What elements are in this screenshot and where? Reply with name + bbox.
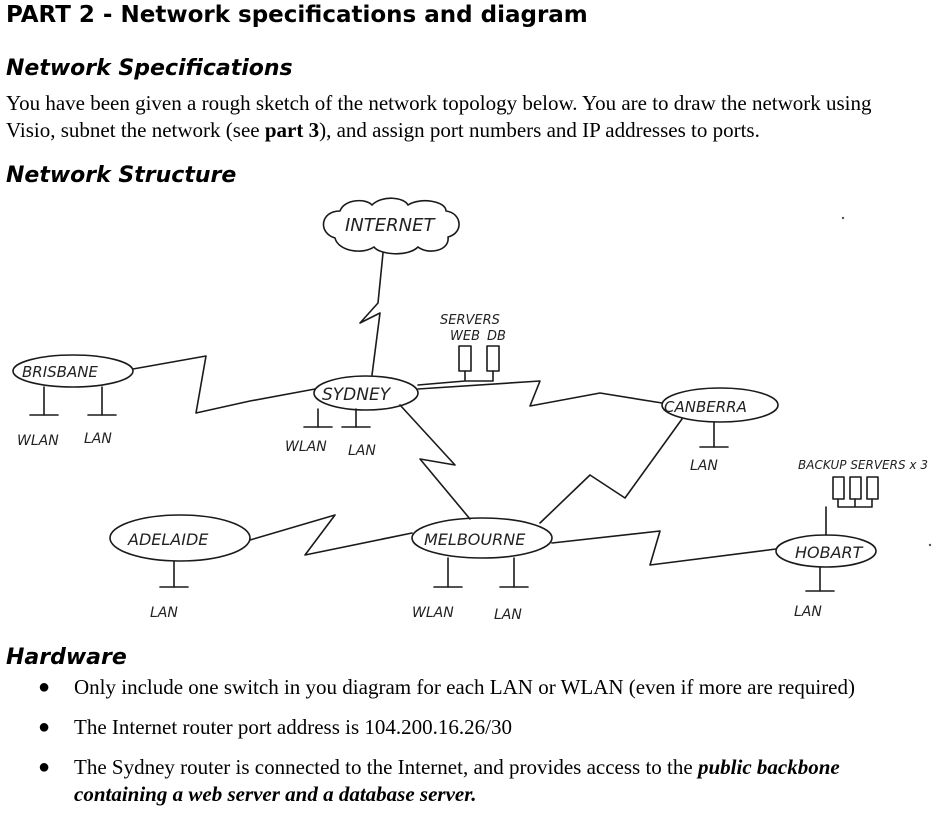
web-label: WEB [450,329,480,344]
sydney-node: SYDNEY WLAN LAN [285,375,419,459]
internet-cloud: INTERNET [322,197,460,255]
specifications-line-1: You have been given a rough sketch of th… [6,91,872,115]
sydney-canberra-link [417,380,663,407]
internet-sydney-link [359,252,384,376]
internet-label: INTERNET [345,215,436,236]
hobart-lan-label: LAN [794,604,822,620]
sydney-wlan-label: WLAN [285,439,327,455]
brisbane-wlan-label: WLAN [17,433,59,449]
melbourne-lan-label: LAN [494,607,522,623]
sydney-lan-label: LAN [348,443,376,459]
list-item: ●Only include one switch in you diagram … [38,675,855,699]
adelaide-label: ADELAIDE [127,530,209,549]
melbourne-wlan-label: WLAN [412,605,454,621]
specifications-line-2: Visio, subnet the network (see part 3), … [6,118,760,142]
melbourne-node: MELBOURNE WLAN LAN [411,517,553,623]
hobart-node: HOBART LAN [775,534,877,620]
servers-label: SERVERS [440,313,500,328]
sketch-speck [841,216,845,220]
canberra-melbourne-link [539,418,683,524]
list-item: ●The Sydney router is connected to the I… [38,755,840,806]
list-item: ●The Internet router port address is 104… [38,715,512,739]
brisbane-lan-label: LAN [84,431,112,447]
adelaide-lan-label: LAN [150,605,178,621]
db-label: DB [487,329,506,344]
backup-servers-label: BACKUP SERVERS x 3 [798,458,928,472]
sydney-servers: SERVERS WEB DB [417,313,506,386]
canberra-label: CANBERRA [664,398,747,416]
hobart-label: HOBART [795,543,864,562]
melbourne-label: MELBOURNE [424,530,526,549]
network-topology-sketch: INTERNET SYDNEY WLAN LAN SERVERS WEB DB … [12,197,932,623]
sydney-label: SYDNEY [322,385,392,405]
page-title: PART 2 - Network specifications and diag… [6,2,588,28]
network-specifications-heading: Network Specifications [6,56,293,81]
brisbane-sydney-link [132,355,316,414]
sketch-speck [928,543,932,547]
hardware-heading: Hardware [6,645,127,670]
adelaide-node: ADELAIDE LAN [109,514,251,621]
canberra-node: CANBERRA LAN [661,387,779,474]
melbourne-hobart-link [551,530,777,566]
specifications-paragraph: You have been given a rough sketch of th… [6,90,952,144]
sydney-melbourne-link [399,404,471,520]
adelaide-melbourne-link [249,514,413,556]
hardware-list: ●Only include one switch in you diagram … [0,674,924,821]
hobart-backup-servers: BACKUP SERVERS x 3 [798,458,928,536]
brisbane-label: BRISBANE [22,363,98,381]
brisbane-node: BRISBANE WLAN LAN [12,354,134,449]
part-3-reference: part 3 [264,118,320,142]
canberra-lan-label: LAN [690,458,718,474]
network-structure-heading: Network Structure [6,163,237,188]
